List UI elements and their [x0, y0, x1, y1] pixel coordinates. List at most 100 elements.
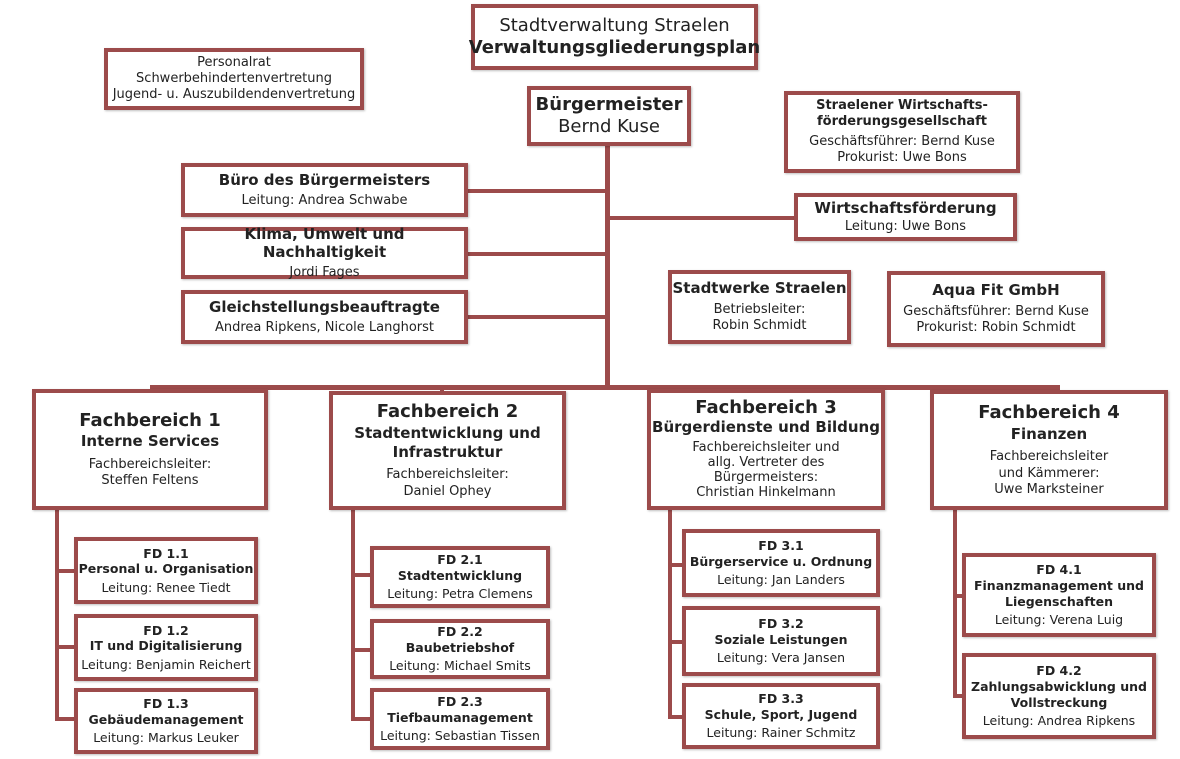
fd-1-3-lead: Leitung: Markus Leuker [93, 730, 239, 746]
connector-gleichstellung [465, 315, 607, 319]
buergermeister-box: Bürgermeister Bernd Kuse [527, 86, 691, 146]
schwerbehindertenvertretung-line: Schwerbehindertenvertretung [136, 70, 332, 86]
title-box: Stadtverwaltung Straelen Verwaltungsglie… [468, 4, 761, 70]
fd-4-1-name-line2: Liegenschaften [1004, 593, 1114, 609]
klima-box: Klima, Umwelt und Nachhaltigkeit Jordi F… [181, 225, 468, 280]
fb3-leader-line3: Bürgermeisters: [713, 469, 819, 485]
fd-2-3-box: FD 2.3 Tiefbaumanagement Leitung: Sebast… [370, 688, 550, 750]
gleichstellung-box: Gleichstellungsbeauftragte Andrea Ripken… [181, 290, 468, 344]
fd-3-3-box: FD 3.3 Schule, Sport, Jugend Leitung: Ra… [682, 683, 880, 749]
fd-4-1-name-line1: Finanzmanagement und [973, 577, 1145, 593]
connector-fd32 [668, 640, 684, 644]
connector-fd22 [351, 648, 373, 652]
fachbereich-3-box: Fachbereich 3 Bürgerdienste und Bildung … [647, 389, 885, 510]
stadtwerke-box: Stadtwerke Straelen Betriebsleiter: Robi… [668, 270, 851, 344]
fb3-title: Fachbereich 3 [695, 397, 837, 419]
stadtwerke-person-label: Betriebsleiter: [713, 302, 806, 318]
fb1-leader-label: Fachbereichsleiter: [88, 456, 212, 472]
fb4-leader-line1: Fachbereichsleiter [989, 449, 1109, 465]
connector-fd12 [55, 645, 77, 649]
fd-2-1-name: Stadtentwicklung [397, 567, 523, 583]
fd-2-2-lead: Leitung: Michael Smits [389, 658, 531, 674]
fd-3-2-name: Soziale Leistungen [714, 631, 848, 647]
fd-2-2-box: FD 2.2 Baubetriebshof Leitung: Michael S… [370, 619, 550, 679]
wirtschaftsfoerderung-box: Wirtschaftsförderung Leitung: Uwe Bons [794, 193, 1017, 241]
gleichstellung-person: Andrea Ripkens, Nicole Langhorst [214, 319, 435, 335]
fd-2-3-lead: Leitung: Sebastian Tissen [380, 728, 540, 744]
fd-1-2-code: FD 1.2 [143, 622, 189, 638]
fd-4-1-lead: Leitung: Verena Luig [994, 612, 1124, 628]
fd-3-1-lead: Leitung: Jan Landers [717, 572, 845, 588]
connector-fb3-vertical [668, 508, 672, 719]
fachbereich-1-box: Fachbereich 1 Interne Services Fachberei… [32, 389, 268, 510]
connector-fb4-vertical [953, 508, 957, 698]
personalrat-line: Personalrat [197, 54, 271, 70]
wfg-title-line1: Straelener Wirtschafts- [816, 98, 988, 113]
connector-fd31 [668, 563, 684, 567]
connector-fb2-vertical [351, 508, 355, 721]
fd-2-2-code: FD 2.2 [437, 624, 483, 640]
fb1-subtitle: Interne Services [80, 432, 220, 451]
connector-wirtschaftsfoerderung [608, 216, 796, 220]
connector-main-vertical [605, 144, 610, 390]
fb4-leader-line2: und Kämmerer: [998, 465, 1100, 481]
fd-1-2-box: FD 1.2 IT und Digitalisierung Leitung: B… [74, 614, 258, 681]
personalrat-box: Personalrat Schwerbehindertenvertretung … [104, 48, 364, 110]
fd-4-2-code: FD 4.2 [1036, 663, 1082, 679]
connector-buero [465, 189, 607, 193]
fd-1-1-box: FD 1.1 Personal u. Organisation Leitung:… [74, 537, 258, 604]
buergermeister-title: Bürgermeister [535, 93, 683, 115]
fd-3-1-box: FD 3.1 Bürgerservice u. Ordnung Leitung:… [682, 529, 880, 597]
aquafit-prokurist: Prokurist: Robin Schmidt [916, 320, 1076, 336]
fd-1-3-code: FD 1.3 [143, 696, 189, 712]
connector-fachbereich-horizontal [150, 385, 1060, 390]
fb4-subtitle: Finanzen [1010, 424, 1088, 443]
fb1-title: Fachbereich 1 [79, 409, 221, 431]
fd-3-2-box: FD 3.2 Soziale Leistungen Leitung: Vera … [682, 606, 880, 676]
stadtwerke-title: Stadtwerke Straelen [672, 279, 847, 298]
fd-3-3-name: Schule, Sport, Jugend [704, 706, 858, 722]
fd-4-1-box: FD 4.1 Finanzmanagement und Liegenschaft… [962, 553, 1156, 637]
connector-fd11 [55, 569, 77, 573]
fb2-subtitle-line1: Stadtentwicklung und [354, 423, 541, 442]
buero-buergermeister-box: Büro des Bürgermeisters Leitung: Andrea … [181, 163, 468, 217]
connector-fb1-vertical [55, 508, 59, 721]
wirtschaftsfoerderung-person: Leitung: Uwe Bons [844, 219, 967, 235]
fb2-subtitle-line2: Infrastruktur [392, 442, 503, 461]
fd-2-1-code: FD 2.1 [437, 552, 483, 568]
wfg-prokurist: Prokurist: Uwe Bons [837, 149, 967, 165]
fd-2-3-name: Tiefbaumanagement [387, 709, 533, 725]
fd-2-1-lead: Leitung: Petra Clemens [387, 586, 533, 602]
wfg-title-line2: förderungsgesellschaft [816, 114, 987, 130]
aquafit-geschaeftsfuehrer: Geschäftsführer: Bernd Kuse [903, 304, 1089, 320]
connector-fd23 [351, 717, 373, 721]
fb1-leader-name: Steffen Feltens [101, 473, 199, 489]
aquafit-title: Aqua Fit GmbH [932, 281, 1060, 300]
fd-1-3-name: Gebäudemanagement [88, 711, 244, 727]
fd-2-2-name: Baubetriebshof [405, 639, 515, 655]
connector-fd33 [668, 715, 684, 719]
fachbereich-2-box: Fachbereich 2 Stadtentwicklung und Infra… [329, 391, 566, 510]
fd-1-2-name: IT und Digitalisierung [89, 638, 243, 654]
gleichstellung-title: Gleichstellungsbeauftragte [209, 298, 440, 316]
buero-title: Büro des Bürgermeisters [218, 171, 431, 189]
fd-1-1-lead: Leitung: Renee Tiedt [101, 579, 231, 595]
wfg-geschaeftsfuehrer: Geschäftsführer: Bernd Kuse [809, 133, 995, 149]
fd-4-2-lead: Leitung: Andrea Ripkens [982, 713, 1136, 729]
buero-person: Leitung: Andrea Schwabe [241, 192, 408, 208]
fb3-leader-name: Christian Hinkelmann [696, 484, 836, 500]
stadtwerke-person-name: Robin Schmidt [712, 318, 807, 334]
jugendvertretung-line: Jugend- u. Auszubildendenvertretung [112, 87, 356, 103]
fd-1-1-code: FD 1.1 [143, 545, 189, 561]
page-title: Verwaltungsgliederungsplan [468, 37, 761, 58]
fb4-title: Fachbereich 4 [978, 402, 1120, 423]
connector-fd42 [953, 694, 965, 698]
fb2-title: Fachbereich 2 [376, 401, 519, 423]
fd-4-2-name-line2: Vollstreckung [1010, 694, 1108, 710]
fb2-leader-label: Fachbereichsleiter: [386, 467, 509, 483]
fd-3-2-lead: Leitung: Vera Jansen [716, 650, 846, 666]
fb2-leader-name: Daniel Ophey [403, 483, 492, 499]
wirtschaftsfoerderungsgesellschaft-box: Straelener Wirtschafts- förderungsgesell… [784, 91, 1020, 173]
connector-fd13 [55, 717, 77, 721]
connector-fd21 [351, 573, 373, 577]
